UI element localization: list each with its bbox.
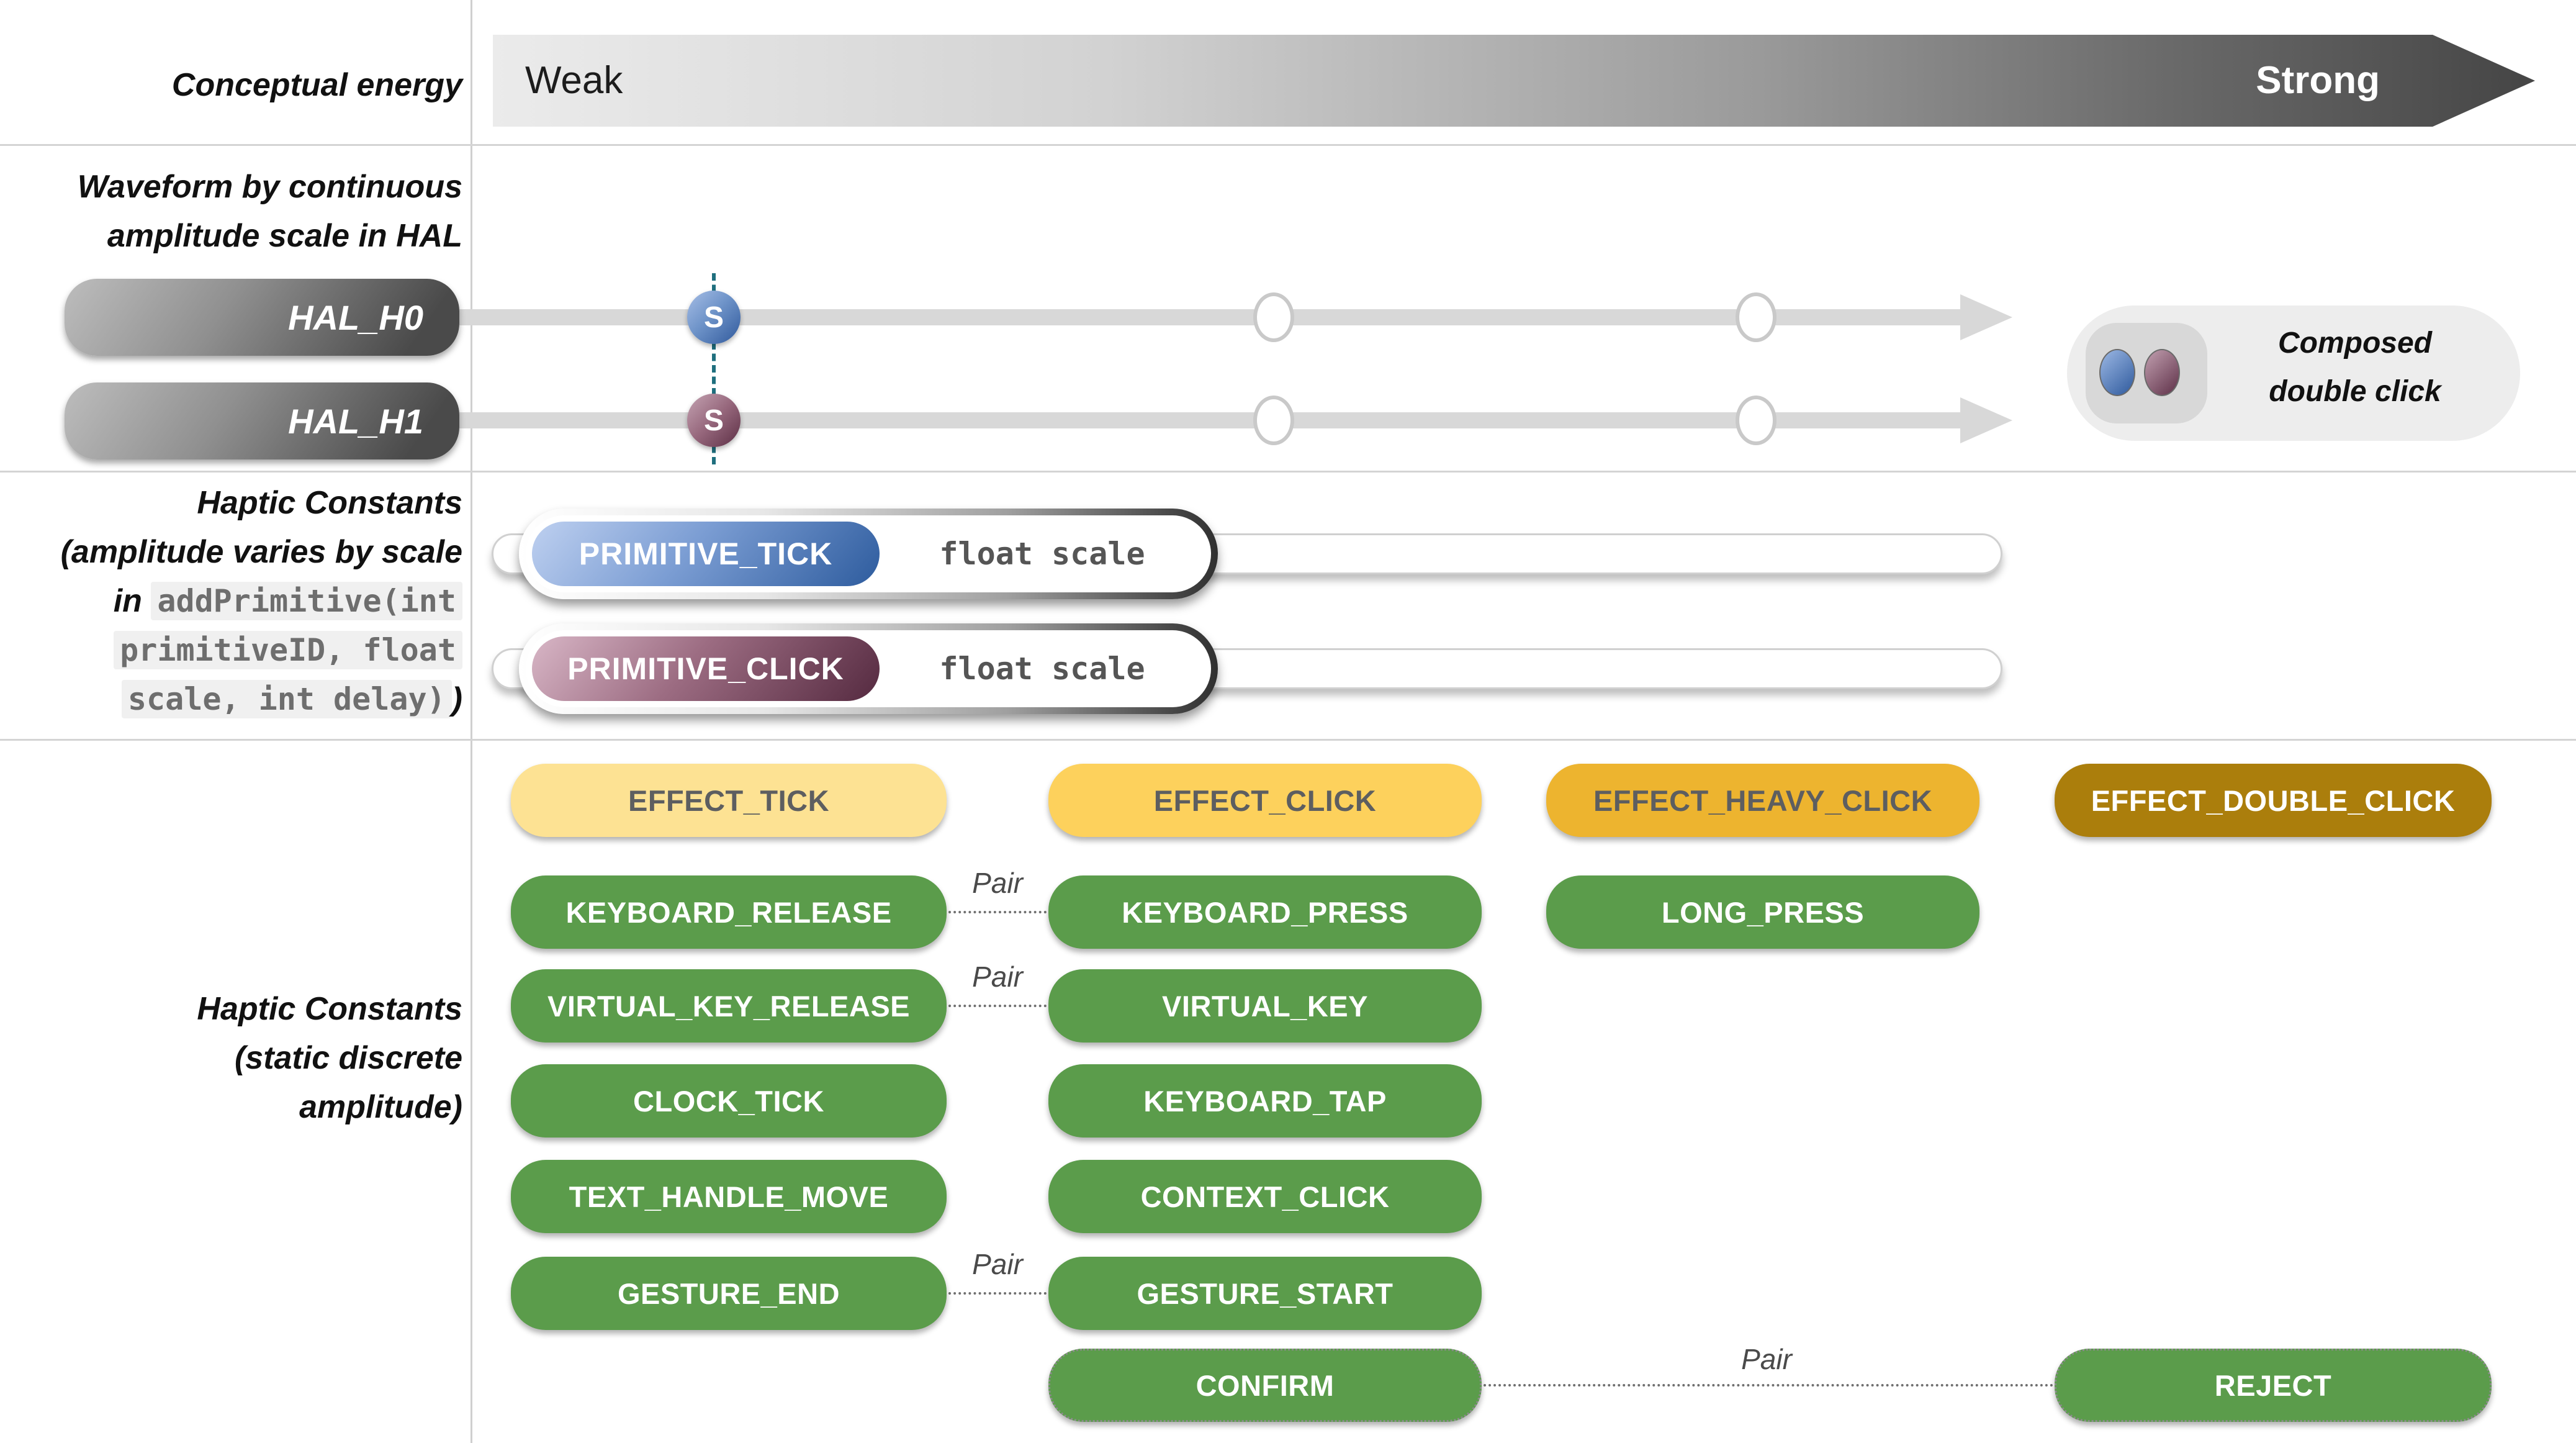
hal-h1-scale-thumb: S (687, 394, 741, 447)
hal-h0-step-circle-1 (1253, 292, 1294, 342)
primitives-label-line3: in addPrimitive(int (0, 577, 462, 626)
primitives-section-label: Haptic Constants (amplitude varies by sc… (0, 479, 462, 724)
primitive-tick-slider-thumb: PRIMITIVE_TICK float scale (519, 509, 1218, 599)
constant-effect-click: EFFECT_CLICK (1048, 764, 1482, 837)
constant-context-click: CONTEXT_CLICK (1048, 1160, 1482, 1233)
row-divider-1 (0, 144, 2576, 146)
hal-h0-step-circle-2 (1736, 292, 1777, 342)
primitive-click-slider-thumb: PRIMITIVE_CLICK float scale (519, 623, 1218, 714)
constant-effect-heavy-click: EFFECT_HEAVY_CLICK (1546, 764, 1979, 837)
hal-section-label: Waveform by continuous amplitude scale i… (0, 163, 462, 261)
primitive-click-pill: PRIMITIVE_CLICK (532, 636, 880, 701)
primitives-label-line3-prefix: in (113, 583, 151, 619)
constant-clock-tick: CLOCK_TICK (511, 1064, 947, 1138)
hal-section-label-line1: Waveform by continuous (77, 169, 462, 205)
strong-label: Strong (2256, 59, 2380, 102)
primitives-label-line1: Haptic Constants (197, 485, 462, 521)
pair-connector-confirm-reject (1484, 1384, 2053, 1386)
constant-text-handle-move: TEXT_HANDLE_MOVE (511, 1160, 947, 1233)
hal-h1-step-circle-2 (1736, 396, 1777, 445)
add-primitive-code-line1: addPrimitive(int (151, 582, 462, 620)
constant-virtual-key-release: VIRTUAL_KEY_RELEASE (511, 969, 947, 1043)
constant-confirm: CONFIRM (1048, 1349, 1482, 1422)
pair-connector-gesture (948, 1292, 1047, 1295)
constant-reject: REJECT (2055, 1349, 2492, 1422)
conceptual-energy-label: Conceptual energy (171, 67, 462, 103)
constant-gesture-end: GESTURE_END (511, 1257, 947, 1330)
primitives-label-line4: primitiveID, float (0, 626, 462, 675)
constant-effect-double-click: EFFECT_DOUBLE_CLICK (2055, 764, 2492, 837)
composed-double-click-label: Composed double click (2207, 319, 2503, 416)
constants-section-label: Haptic Constants (static discrete amplit… (0, 985, 462, 1132)
row-divider-2 (0, 471, 2576, 473)
constant-keyboard-press: KEYBOARD_PRESS (1048, 875, 1482, 949)
composed-waveform-chip (2086, 323, 2207, 423)
pair-label-confirm-reject: Pair (1741, 1343, 1792, 1375)
primitives-label-line5: scale, int delay)) (0, 675, 462, 724)
energy-gradient-bar: Weak Strong (493, 35, 2535, 127)
primitive-tick-thumb-body: PRIMITIVE_TICK float scale (526, 515, 1211, 592)
pair-label-keyboard: Pair (972, 867, 1023, 899)
primitive-tick-pill: PRIMITIVE_TICK (532, 522, 880, 586)
hal-section-label-line2: amplitude scale in HAL (107, 218, 462, 254)
pair-label-gesture: Pair (972, 1248, 1023, 1280)
hal-h0-pill: HAL_H0 (65, 279, 459, 356)
add-primitive-code-line2: primitiveID, float (114, 631, 462, 669)
row-divider-3 (0, 739, 2576, 741)
hal-h1-pill: HAL_H1 (65, 382, 459, 459)
scale-guide-dashed-line (712, 273, 716, 464)
hal-h1-step-circle-1 (1253, 396, 1294, 445)
hal-h0-arrowhead-icon (1960, 294, 2012, 340)
primitives-label-line5-suffix: ) (451, 681, 462, 717)
primitive-click-scale-param: float scale (939, 651, 1145, 687)
pair-label-virtual-key: Pair (972, 961, 1023, 993)
constant-gesture-start: GESTURE_START (1048, 1257, 1482, 1330)
composed-label-line1: Composed (2277, 327, 2432, 360)
constant-keyboard-tap: KEYBOARD_TAP (1048, 1064, 1482, 1138)
constant-keyboard-release: KEYBOARD_RELEASE (511, 875, 947, 949)
constants-label-line1: Haptic Constants (197, 991, 462, 1027)
hal-h1-arrowhead-icon (1960, 397, 2012, 443)
constants-label-line2: (static discrete (234, 1040, 462, 1076)
constant-effect-tick: EFFECT_TICK (511, 764, 947, 837)
weak-label: Weak (525, 59, 623, 102)
composed-tick-dot-icon (2099, 349, 2135, 396)
composed-label-line2: double click (2269, 375, 2441, 408)
constants-label-line3: amplitude) (299, 1089, 462, 1125)
constant-long-press: LONG_PRESS (1546, 875, 1979, 949)
add-primitive-code-line3: scale, int delay) (121, 680, 452, 718)
column-divider (471, 0, 472, 1443)
primitive-tick-scale-param: float scale (939, 536, 1145, 572)
primitive-click-thumb-body: PRIMITIVE_CLICK float scale (526, 630, 1211, 707)
constant-virtual-key: VIRTUAL_KEY (1048, 969, 1482, 1043)
primitives-label-line2: (amplitude varies by scale (60, 534, 462, 570)
composed-double-click-badge (2067, 305, 2520, 441)
hal-h0-scale-thumb: S (687, 291, 741, 344)
pair-connector-keyboard (948, 911, 1047, 913)
composed-click-dot-icon (2144, 349, 2180, 396)
pair-connector-virtual-key (948, 1005, 1047, 1007)
